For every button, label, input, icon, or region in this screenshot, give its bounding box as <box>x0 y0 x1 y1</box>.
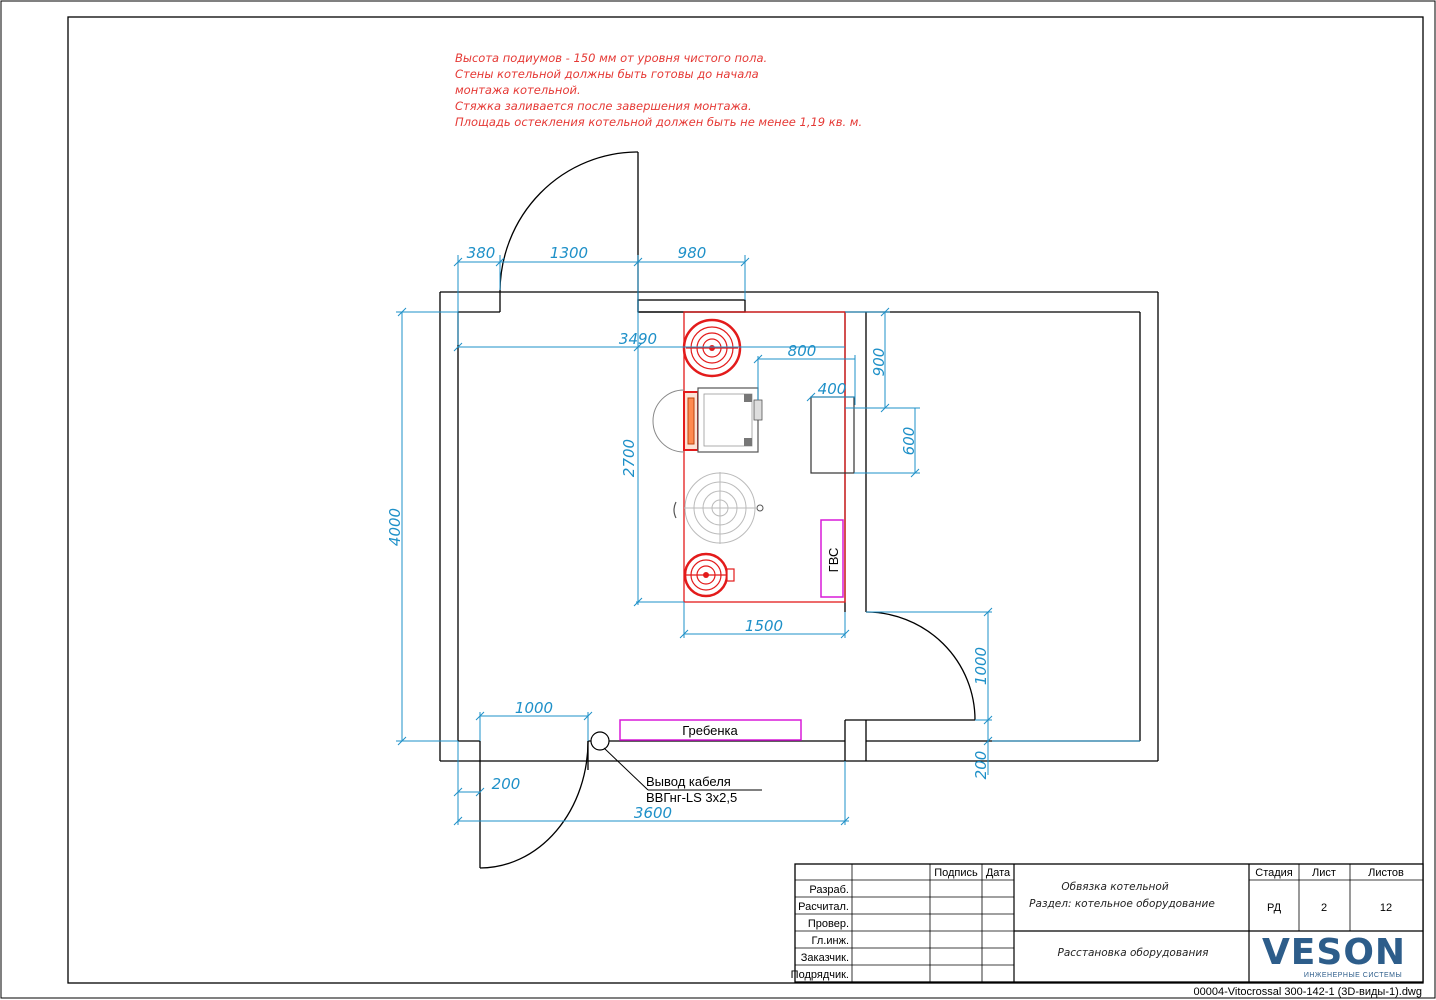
tb-sheet: 2 <box>1321 902 1327 914</box>
drawing-frame <box>67 16 1424 984</box>
dim-980: 980 <box>678 244 707 262</box>
tb-stage-header: Стадия <box>1255 867 1293 879</box>
tb-role: Провер. <box>808 918 849 930</box>
tb-sheets-header: Листов <box>1368 867 1404 879</box>
note-line: Высота подиумов - 150 мм от уровня чисто… <box>455 51 767 65</box>
dim-3600: 3600 <box>634 804 672 822</box>
note-line: монтажа котельной. <box>455 83 581 97</box>
dim-3490: 3490 <box>619 330 657 348</box>
dim-380: 380 <box>467 244 496 262</box>
dim-2700: 2700 <box>620 439 638 477</box>
dim-200-left: 200 <box>492 775 521 793</box>
tb-role: Заказчик. <box>801 952 849 964</box>
tb-project: Обвязка котельной <box>1061 881 1168 893</box>
dim-4000: 4000 <box>386 508 404 546</box>
note-line: Стены котельной должны быть готовы до на… <box>455 67 759 81</box>
door-top <box>499 151 639 293</box>
logo-subtitle: ИНЖЕНЕРНЫЕ СИСТЕМЫ <box>1304 972 1402 979</box>
tb-role: Разраб. <box>809 884 849 896</box>
tb-stage: РД <box>1267 902 1282 914</box>
note-line: Стяжка заливается после завершения монта… <box>455 99 752 113</box>
note-line: Площадь остекления котельной должен быть… <box>455 115 862 129</box>
dim-1300: 1300 <box>550 244 588 262</box>
manifold-box: Гребенка <box>619 719 802 741</box>
dim-900: 900 <box>870 348 888 377</box>
tb-sheets: 12 <box>1380 902 1392 914</box>
dhw-tank-icon <box>673 472 764 544</box>
dim-1500: 1500 <box>745 617 783 635</box>
file-name: 00004-Vitocrossal 300-142-1 (3D-виды-1).… <box>1194 986 1423 998</box>
boiler-zone: ГВС <box>652 311 855 603</box>
gvs-label: ГВС <box>826 548 841 573</box>
cable-outlet: Вывод кабеля ВВГнг-LS 3x2,5 <box>590 731 762 805</box>
title-block: Подпись Дата Разраб. Расчитал. Провер. Г… <box>791 863 1424 983</box>
veson-logo: VESON ИНЖЕНЕРНЫЕ СИСТЕМЫ <box>1262 932 1406 979</box>
dim-1000-bottom: 1000 <box>515 699 553 717</box>
tb-section: Раздел: котельное оборудование <box>1029 898 1215 910</box>
gvs-box: ГВС <box>820 519 844 598</box>
cable-spec-label: ВВГнг-LS 3x2,5 <box>646 790 737 805</box>
dim-400: 400 <box>818 380 847 398</box>
dim-600: 600 <box>900 427 918 456</box>
manifold-label: Гребенка <box>682 723 738 738</box>
pump-bottom-icon <box>683 552 735 598</box>
tb-role: Расчитал. <box>798 901 849 913</box>
door-bottom <box>479 740 589 869</box>
door-right <box>865 611 976 721</box>
tb-role: Гл.инж. <box>812 935 849 947</box>
tb-header-date: Дата <box>986 867 1011 879</box>
general-notes: Высота подиумов - 150 мм от уровня чисто… <box>455 51 862 129</box>
building-walls <box>439 291 1159 762</box>
dim-800: 800 <box>788 342 817 360</box>
dim-1000-right: 1000 <box>972 647 990 685</box>
tb-role: Подрядчик. <box>791 969 849 981</box>
boiler-icon <box>652 356 763 453</box>
tb-header-signature: Подпись <box>934 867 978 879</box>
dim-200-right: 200 <box>972 751 990 780</box>
tb-sheet-header: Лист <box>1312 867 1336 879</box>
pump-top-icon <box>682 318 742 378</box>
tb-sheet-title: Расстановка оборудования <box>1058 947 1209 959</box>
dimensions: 380 1300 980 3490 800 400 900 600 2700 <box>386 244 1140 826</box>
cable-label: Вывод кабеля <box>646 774 731 789</box>
logo-text: VESON <box>1262 932 1406 973</box>
